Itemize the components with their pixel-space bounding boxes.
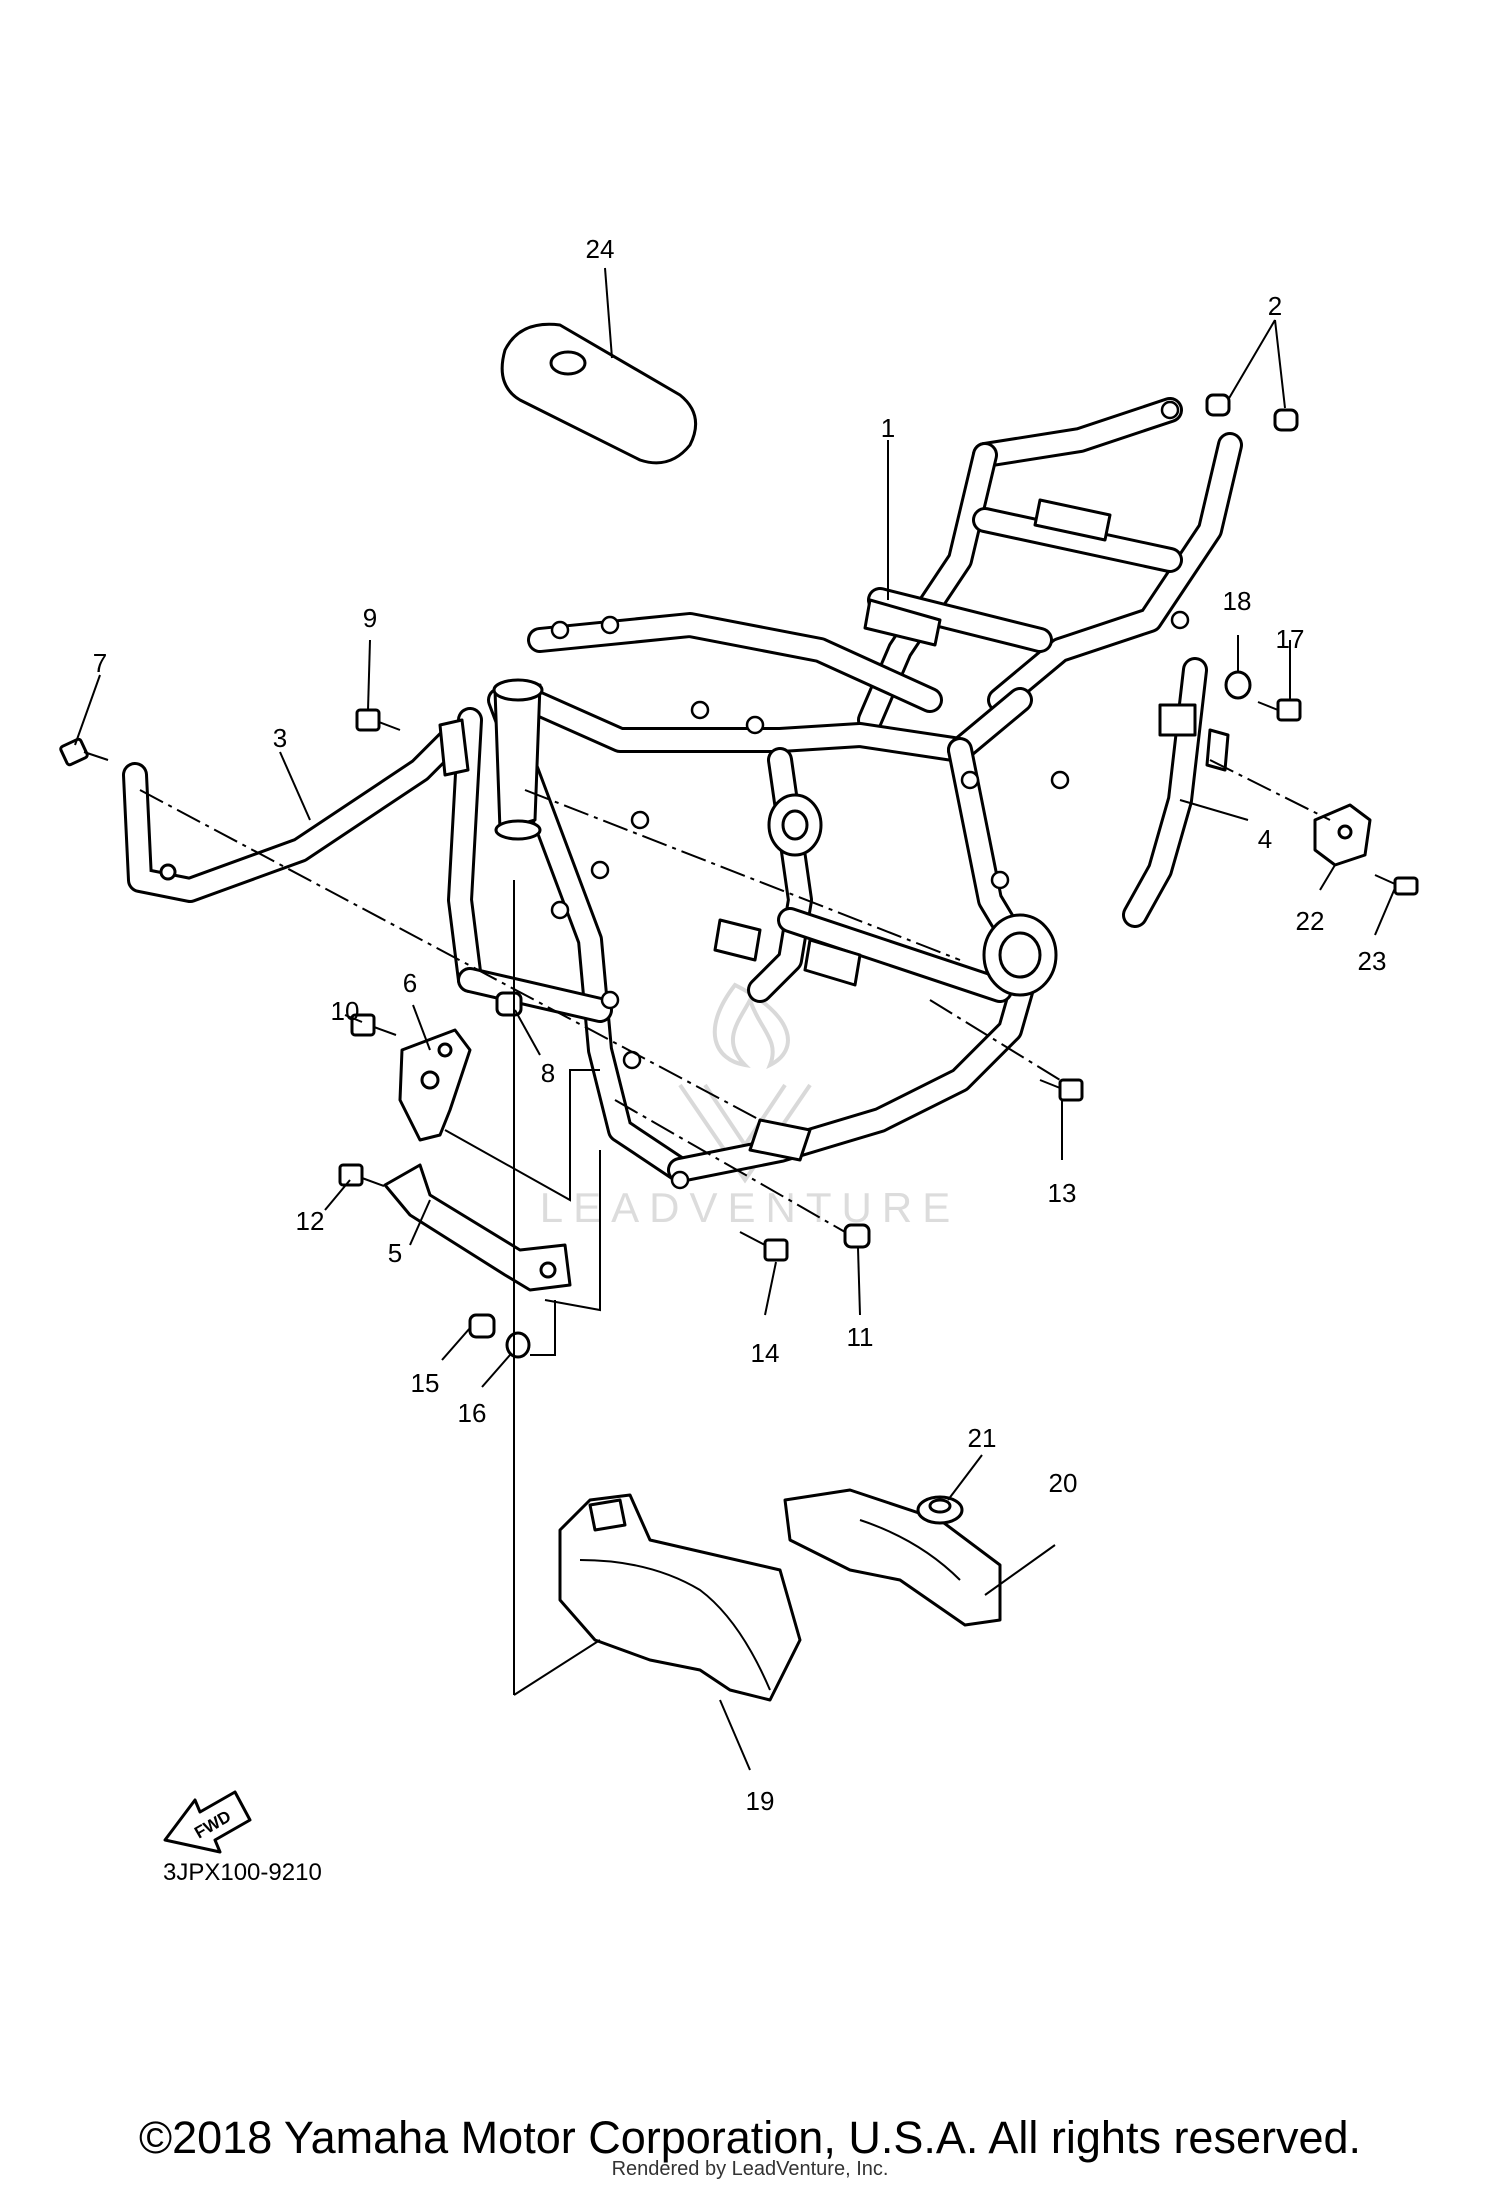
callout-6: 6 [403,968,417,998]
callout-16: 16 [458,1398,487,1428]
part-3-down-tube [122,718,470,903]
alignment-lines [139,759,1331,1233]
callout-9: 9 [363,603,377,633]
part-22-bracket [1313,803,1372,867]
callout-17: 17 [1276,624,1305,654]
part-23-bolt [1374,874,1419,896]
callout-2: 2 [1268,291,1282,321]
callout-15: 15 [411,1368,440,1398]
part-24-cover [500,322,698,465]
fwd-arrow-icon: FWD [163,1790,252,1854]
callout-4: 4 [1258,824,1272,854]
callout-24: 24 [586,234,615,264]
part-18-collar [1224,670,1252,700]
leadventure-watermark: LEADVENTURE [540,982,960,1231]
part-2-caps [1205,393,1299,432]
callout-13: 13 [1048,1178,1077,1208]
assembly-lines [444,880,601,1696]
part-7-bolt [59,737,109,767]
callout-8: 8 [541,1058,555,1088]
callout-22: 22 [1296,906,1325,936]
callout-3: 3 [273,723,287,753]
main-frame [447,397,1243,1190]
callout-20: 20 [1049,1468,1078,1498]
diagram-code: 3JPX100-9210 [163,1859,322,1886]
part-12-bolt [338,1163,385,1187]
part-17-bolt [1257,698,1302,722]
rendered-by-notice: Rendered by LeadVenture, Inc. [611,2158,889,2180]
part-6-plate [398,1028,472,1142]
part-5-bracket [383,1163,572,1292]
part-15-nut [468,1313,496,1339]
part-21-grommet [916,1495,964,1525]
part-8-nut [495,991,523,1017]
copyright-notice: ©2018 Yamaha Motor Corporation, U.S.A. A… [138,2112,1362,2163]
callout-5: 5 [388,1238,402,1268]
part-4-down-tube [1122,657,1230,928]
callout-18: 18 [1223,586,1252,616]
part-13-bolt [1039,1078,1084,1102]
callout-23: 23 [1358,946,1387,976]
part-11-nut [843,1223,871,1249]
part-19-inner-cover [558,1493,802,1702]
part-20-side-cover [783,1488,1002,1627]
callout-7: 7 [93,648,107,678]
callout-21: 21 [968,1423,997,1453]
watermark-text: LEADVENTURE [540,1184,960,1231]
callout-19: 19 [746,1786,775,1816]
callout-12: 12 [296,1206,325,1236]
part-16-washer [505,1331,531,1359]
leader-lines [74,267,1396,1771]
part-14-bolt [739,1231,789,1262]
callout-11: 11 [847,1322,874,1352]
callout-labels: 1 2 3 4 5 6 7 8 9 10 11 12 13 14 15 16 1… [93,234,1387,1816]
callout-10: 10 [331,996,360,1026]
callout-14: 14 [751,1338,780,1368]
callout-1: 1 [881,413,895,443]
part-9-bolt [355,708,401,732]
